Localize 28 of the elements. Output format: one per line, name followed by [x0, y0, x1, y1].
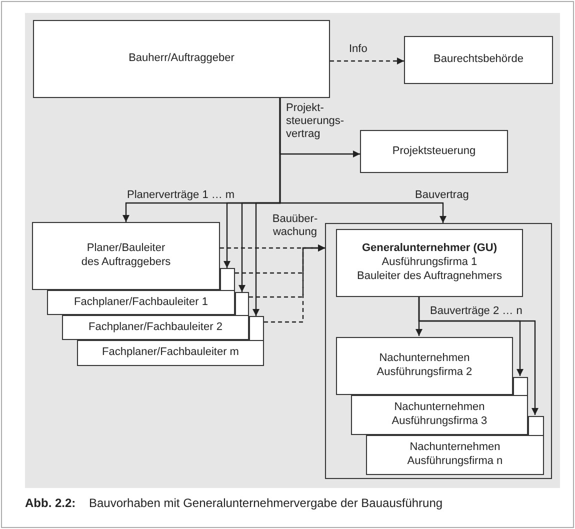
box-label: Nachunternehmen Ausführungsfirma 2	[376, 352, 474, 380]
box-label: Fachplaner/Fachbauleiter 2	[88, 320, 224, 334]
arrow	[418, 296, 538, 415]
box-label: Projektsteuerung	[391, 144, 477, 158]
box-label: Bauherr/Auftraggeber	[128, 52, 236, 66]
arrow	[279, 98, 446, 223]
edge-label: Bauvertrag	[413, 189, 471, 202]
process-box	[336, 229, 523, 297]
process-box	[360, 130, 508, 173]
process-box	[33, 20, 330, 98]
edge-label: Planerverträge 1 … m	[125, 189, 237, 202]
process-box	[32, 222, 220, 290]
box-label: Ausführungsfirma 1	[380, 256, 478, 270]
dashed-arrow	[330, 58, 404, 64]
box-label: Bauleiter des Auftragnehmers	[356, 270, 503, 284]
box-heading: Generalunternehmer (GU)	[360, 242, 498, 256]
box-label: Nachunternehmen Ausführungsfirma n	[406, 441, 504, 469]
box-label: Fachplaner/Fachbauleiter 1	[73, 296, 209, 310]
process-box	[404, 36, 553, 84]
dashed-arrow	[264, 244, 325, 323]
figure-caption: Abb. 2.2: Bauvorhaben mit Generalunternehmervergabe der Bauausführung	[25, 496, 443, 510]
container-box	[325, 223, 552, 479]
box-label: Fachplaner/Fachbauleiter m	[101, 346, 240, 360]
box-label: Nachunternehmen Ausführungsfirma 3	[390, 401, 488, 429]
box-label: Baurechtsbehörde	[432, 53, 524, 67]
edge-label: Bauverträge 2 … n	[428, 305, 524, 318]
box-label: Planer/Bauleiter des Auftraggebers	[80, 242, 172, 270]
process-box	[336, 337, 513, 395]
